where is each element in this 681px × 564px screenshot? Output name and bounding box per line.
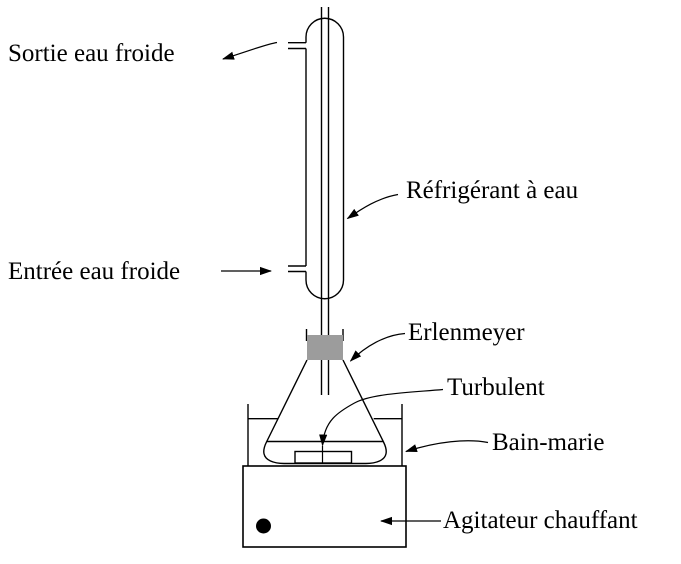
label-turbulent: Turbulent bbox=[447, 374, 545, 401]
heating-stirrer bbox=[242, 465, 407, 548]
erlenmeyer-flask bbox=[263, 329, 387, 465]
bain-marie-leader-arrow bbox=[405, 440, 489, 453]
turbulent-leader-arrow bbox=[319, 388, 444, 447]
condenser-jacket bbox=[305, 17, 345, 300]
bain-marie-bath bbox=[247, 404, 403, 466]
label-erlenmeyer: Erlenmeyer bbox=[408, 319, 525, 346]
label-bain-marie: Bain-marie bbox=[492, 429, 604, 456]
label-entree-eau-froide: Entrée eau froide bbox=[8, 258, 180, 285]
water-inlet-stub bbox=[288, 265, 306, 273]
heating-stirrer-body bbox=[242, 465, 407, 548]
annotations: Sortie eau froide Entrée eau froide Réfr… bbox=[8, 40, 638, 534]
water-outlet-stub bbox=[288, 42, 306, 50]
condenser bbox=[288, 7, 345, 395]
label-agitateur-chauffant: Agitateur chauffant bbox=[443, 507, 638, 534]
refrigerant-leader-arrow bbox=[346, 193, 399, 220]
label-refrigerant: Réfrigérant à eau bbox=[406, 177, 579, 204]
stopper bbox=[307, 335, 343, 360]
flask-body bbox=[263, 359, 387, 465]
stir-bar-body bbox=[294, 450, 353, 464]
erlenmeyer-leader-arrow bbox=[349, 332, 406, 362]
stir-bar bbox=[294, 450, 353, 464]
label-sortie-eau-froide: Sortie eau froide bbox=[8, 40, 175, 67]
sortie-leader-arrow bbox=[222, 41, 278, 60]
stirrer-knob bbox=[256, 518, 271, 534]
